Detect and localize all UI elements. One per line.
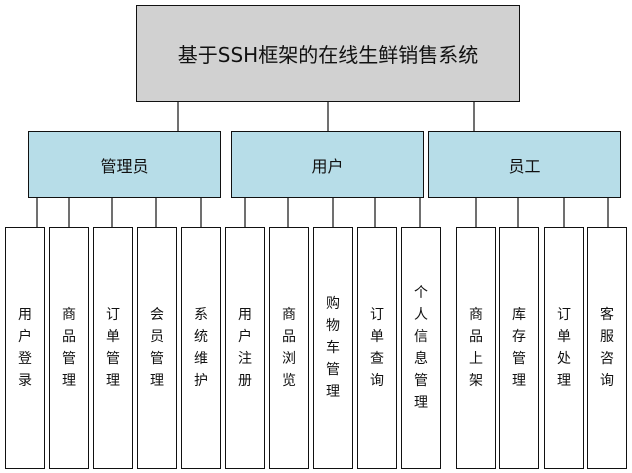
group-label-staff: 员工 [508,156,541,176]
leaf-label: 用户注册 [238,307,252,389]
leaf-label: 订单管理 [106,307,120,389]
leaf-label: 商品上架 [469,307,483,389]
leaf-label: 订单查询 [370,307,384,389]
leaf-label: 购物车管理 [326,296,340,400]
root-node: 基于SSH框架的在线生鲜销售系统 [136,5,520,102]
leaf-label: 库存管理 [512,307,526,389]
group-label-admin: 管理员 [100,156,149,176]
leaf-node: 商品管理 [49,227,89,469]
leaf-node: 订单查询 [357,227,397,469]
group-node-user: 用户 [231,131,424,198]
group-label-user: 用户 [311,156,344,176]
group-node-admin: 管理员 [28,131,221,198]
leaf-label: 商品管理 [62,307,76,389]
group-node-staff: 员工 [428,131,621,198]
leaf-label: 会员管理 [150,307,164,389]
leaf-node: 订单管理 [93,227,133,469]
leaf-node: 用户登录 [5,227,45,469]
leaf-node: 商品上架 [456,227,496,469]
leaf-label: 订单处理 [557,307,571,389]
leaf-node: 库存管理 [499,227,539,469]
leaf-node: 客服咨询 [587,227,627,469]
leaf-label: 系统维护 [194,307,208,389]
root-title: 基于SSH框架的在线生鲜销售系统 [177,43,479,67]
leaf-label: 客服咨询 [600,307,614,389]
leaf-node: 购物车管理 [313,227,353,469]
leaf-node: 个人信息管理 [401,227,441,469]
leaf-label: 商品浏览 [282,307,296,389]
leaf-node: 用户注册 [225,227,265,469]
leaf-node: 商品浏览 [269,227,309,469]
leaf-node: 系统维护 [181,227,221,469]
leaf-node: 会员管理 [137,227,177,469]
leaf-label: 用户登录 [18,307,32,389]
leaf-node: 订单处理 [544,227,584,469]
leaf-label: 个人信息管理 [414,285,428,411]
